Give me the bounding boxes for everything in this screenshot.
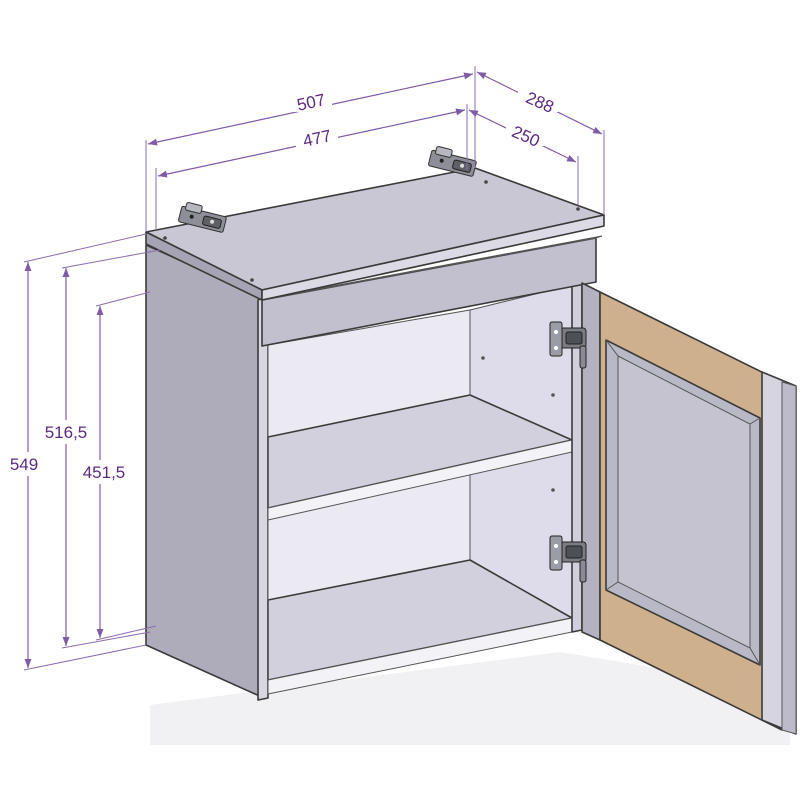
left-side-panel	[145, 244, 265, 699]
top-screw-holes	[163, 180, 580, 282]
shelf-pin-holes	[481, 356, 555, 492]
label-total-height: 549	[10, 455, 38, 474]
cabinet-carcass	[145, 167, 605, 701]
hinge-top-icon	[549, 321, 587, 369]
label-interior-height: 451,5	[83, 463, 126, 482]
hanging-bracket-right-icon	[428, 146, 477, 177]
hinge-bottom-icon	[549, 535, 587, 583]
label-body-height: 516,5	[45, 423, 88, 442]
dimension-labels: 507 477 288 250 549 516,5 451,5	[6, 88, 558, 484]
cabinet-door	[581, 282, 797, 735]
floor-shadow	[150, 652, 790, 745]
left-panel-front-edge	[257, 295, 269, 701]
countertop-front-edge	[261, 214, 605, 301]
hanging-bracket-left-icon	[178, 202, 227, 233]
